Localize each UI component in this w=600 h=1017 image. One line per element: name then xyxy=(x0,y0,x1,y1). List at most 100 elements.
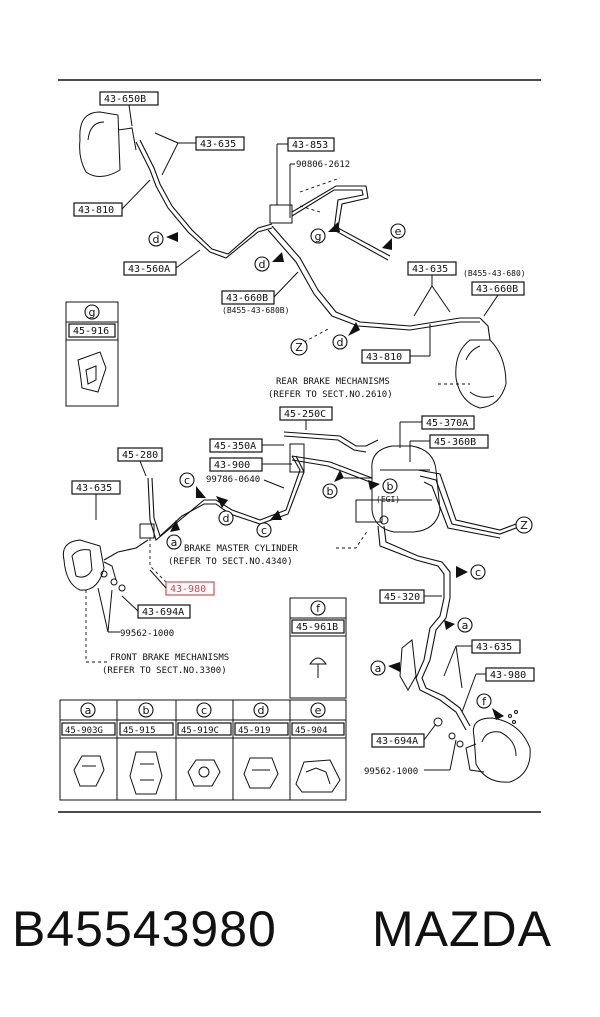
front-right-rotor xyxy=(465,717,531,783)
marker-a-mid: a xyxy=(166,520,182,550)
marker-e-rear-text: e xyxy=(395,225,402,238)
callout-43-660B-left-text: 43-660B xyxy=(226,293,268,304)
clip-f-box: f 45-961B xyxy=(289,597,347,699)
front-left-hose xyxy=(103,539,149,561)
front-right-fittings xyxy=(433,717,464,748)
marker-a-right-1-text: a xyxy=(462,619,469,632)
clip-d-part: 45-919 xyxy=(238,726,271,736)
callout-43-560A-text: 43-560A xyxy=(128,264,170,275)
clip-b-cell: b 45-915 xyxy=(119,702,174,795)
marker-a-right-2-text: a xyxy=(375,662,382,675)
callout-43-635-front: 43-635 xyxy=(71,480,121,520)
callout-43-853: 43-853 xyxy=(276,137,335,205)
middle-pipe-4 xyxy=(291,459,371,483)
brand-text: MAZDA xyxy=(372,901,552,957)
marker-d-rear-3: d xyxy=(332,322,360,350)
marker-b-mid2-text: b xyxy=(387,480,394,493)
callout-43-635-rear-right: 43-635 xyxy=(407,261,457,317)
marker-c-3-text: c xyxy=(475,566,481,579)
callout-45-250C: 45-250C xyxy=(279,406,333,430)
middle-pipe-1 xyxy=(283,431,379,447)
master-cyl-dash xyxy=(149,538,169,585)
callout-45-280: 45-280 xyxy=(117,447,163,477)
callout-43-694A-right: 43-694A xyxy=(371,723,437,748)
marker-d-rear-2-text: d xyxy=(259,258,266,271)
marker-g-rear-text: g xyxy=(315,230,322,243)
callout-43-660B-right: 43-660B xyxy=(471,281,525,317)
marker-d-mid: d xyxy=(216,496,234,526)
callout-45-370A: 45-370A xyxy=(399,415,475,448)
to-z-pipe-1 xyxy=(417,469,517,531)
clip-a-letter: a xyxy=(85,704,92,717)
marker-d-rear-1-text: d xyxy=(153,233,160,246)
callout-45-320: 45-320 xyxy=(379,589,442,604)
marker-c-1-text: c xyxy=(184,474,190,487)
marker-d-mid-text: d xyxy=(223,512,230,525)
clip-a-part: 45-903G xyxy=(65,726,103,736)
clip-e-cell: e 45-904 xyxy=(291,702,345,793)
clip-f-letter: f xyxy=(316,602,321,615)
clip-g-part: 45-916 xyxy=(73,326,109,337)
front-note-line2: (REFER TO SECT.NO.3300) xyxy=(102,666,227,676)
front-right-hose2 xyxy=(421,659,471,727)
middle-pipe-3 xyxy=(291,455,373,479)
callout-99786-0640: 99786-0640 xyxy=(206,475,285,489)
rear-to-z-dashed xyxy=(303,327,331,343)
marker-b-mid: b xyxy=(322,470,344,499)
marker-b-mid2: b xyxy=(368,478,398,494)
callout-43-694A-right-text: 43-694A xyxy=(376,736,418,747)
clip-f-part: 45-961B xyxy=(296,622,338,633)
callout-43-810-right: 43-810 xyxy=(361,324,431,364)
callout-45-370A-text: 45-370A xyxy=(426,418,468,429)
callout-43-900-upper-text: 43-900 xyxy=(214,460,250,471)
marker-d-rear-3-text: d xyxy=(337,336,344,349)
callout-90806-2612-text: 90806-2612 xyxy=(296,160,350,170)
rear-left-pipe2 xyxy=(139,139,273,255)
callout-43-900-upper: 43-900 xyxy=(209,457,292,472)
callout-43-810-right-text: 43-810 xyxy=(366,352,402,363)
master-note-line1: BRAKE MASTER CYLINDER xyxy=(184,544,298,554)
callout-43-660B-left-sub: (B455-43-680B) xyxy=(222,306,289,315)
front-note-line1: FRONT BRAKE MECHANISMS xyxy=(110,653,229,663)
callout-99786-0640-text: 99786-0640 xyxy=(206,475,260,485)
marker-z-rear-text: Z xyxy=(295,341,303,354)
clip-b-part: 45-915 xyxy=(123,726,156,736)
master-cylinder-junction xyxy=(139,523,155,539)
callout-45-250C-text: 45-250C xyxy=(284,409,326,420)
callout-43-694A-left: 43-694A xyxy=(121,595,191,619)
clip-b-letter: b xyxy=(143,704,150,717)
callout-43-635-front-right-text: 43-635 xyxy=(476,642,512,653)
middle-pipe-2 xyxy=(283,435,367,453)
callout-45-360B: 45-360B xyxy=(409,434,489,462)
callout-43-980-highlighted-text: 43-980 xyxy=(170,584,206,595)
marker-b-mid-text: b xyxy=(327,485,334,498)
marker-z-mid: Z xyxy=(515,516,533,534)
clip-e-part: 45-904 xyxy=(295,726,328,736)
part-number-text: B45543980 xyxy=(12,901,277,957)
callout-43-980-right-text: 43-980 xyxy=(490,670,526,681)
callout-43-660B-left: 43-660B (B455-43-680B) xyxy=(221,271,299,315)
clip-g-box: g 45-916 xyxy=(65,301,119,407)
callout-43-660B-right-sub: (B455-43-680) xyxy=(463,269,526,278)
callout-43-635-front-right: 43-635 xyxy=(443,639,521,689)
callout-43-650B-text: 43-650B xyxy=(104,94,146,105)
marker-c-2-text: c xyxy=(261,524,267,537)
callout-43-853-text: 43-853 xyxy=(292,140,328,151)
callout-43-810-left: 43-810 xyxy=(73,179,151,217)
to-front-right-pipe xyxy=(377,525,445,661)
marker-a-right-1: a xyxy=(444,617,473,633)
rear-left-hose xyxy=(135,141,273,259)
callout-43-980-highlighted: 43-980 xyxy=(149,569,215,596)
callout-43-650B: 43-650B xyxy=(99,91,159,127)
front-brake-note: FRONT BRAKE MECHANISMS (REFER TO SECT.NO… xyxy=(85,590,229,676)
clip-c-cell: c 45-919C xyxy=(177,702,232,787)
front-left-caliper xyxy=(62,539,117,591)
callout-99562-1000-left: 99562-1000 xyxy=(97,587,174,639)
callout-99562-1000-right-text: 99562-1000 xyxy=(364,767,418,777)
callout-45-350A-text: 45-350A xyxy=(214,441,256,452)
marker-d-rear-1: d xyxy=(148,231,178,247)
callout-45-360B-text: 45-360B xyxy=(434,437,476,448)
rear-right-backing-plate xyxy=(455,339,507,409)
master-cylinder-note: BRAKE MASTER CYLINDER (REFER TO SECT.NO.… xyxy=(168,529,369,567)
